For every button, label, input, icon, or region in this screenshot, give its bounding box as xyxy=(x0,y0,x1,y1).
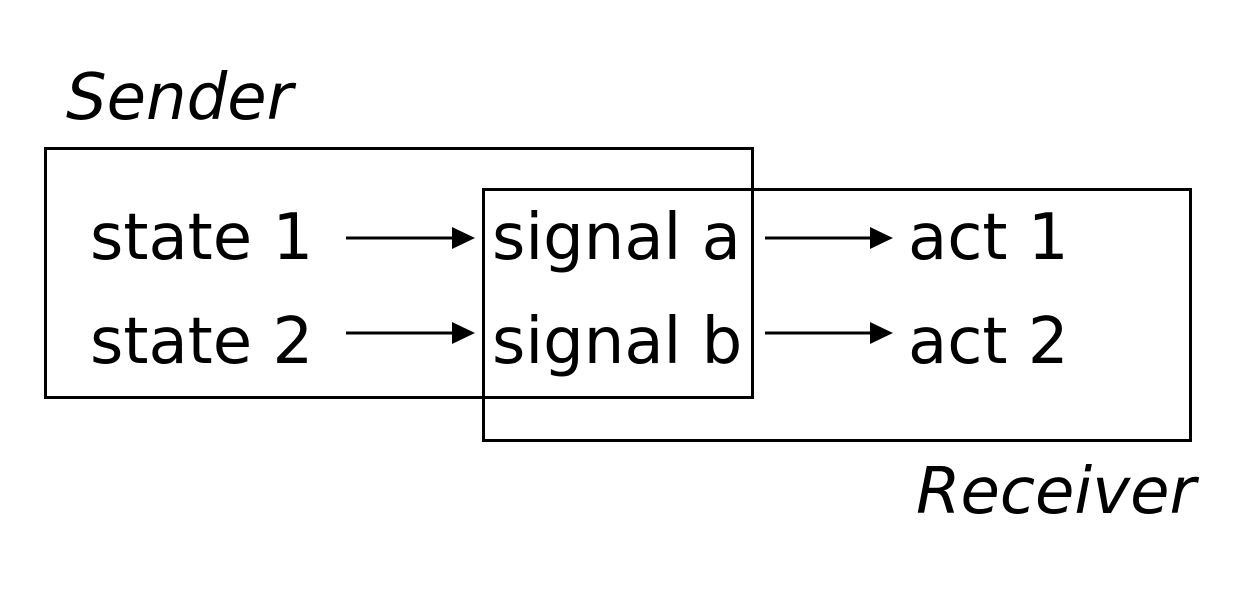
signal-b-label: signal b xyxy=(492,305,743,379)
receiver-label: Receiver xyxy=(916,455,1196,529)
state-1-label: state 1 xyxy=(90,201,314,275)
signal-a-label: signal a xyxy=(492,201,741,275)
sender-label: Sender xyxy=(66,61,293,135)
sender-box xyxy=(44,147,754,399)
act-2-label: act 2 xyxy=(908,305,1069,379)
state-2-label: state 2 xyxy=(90,305,314,379)
receiver-box xyxy=(482,188,1192,442)
act-1-label: act 1 xyxy=(908,201,1069,275)
